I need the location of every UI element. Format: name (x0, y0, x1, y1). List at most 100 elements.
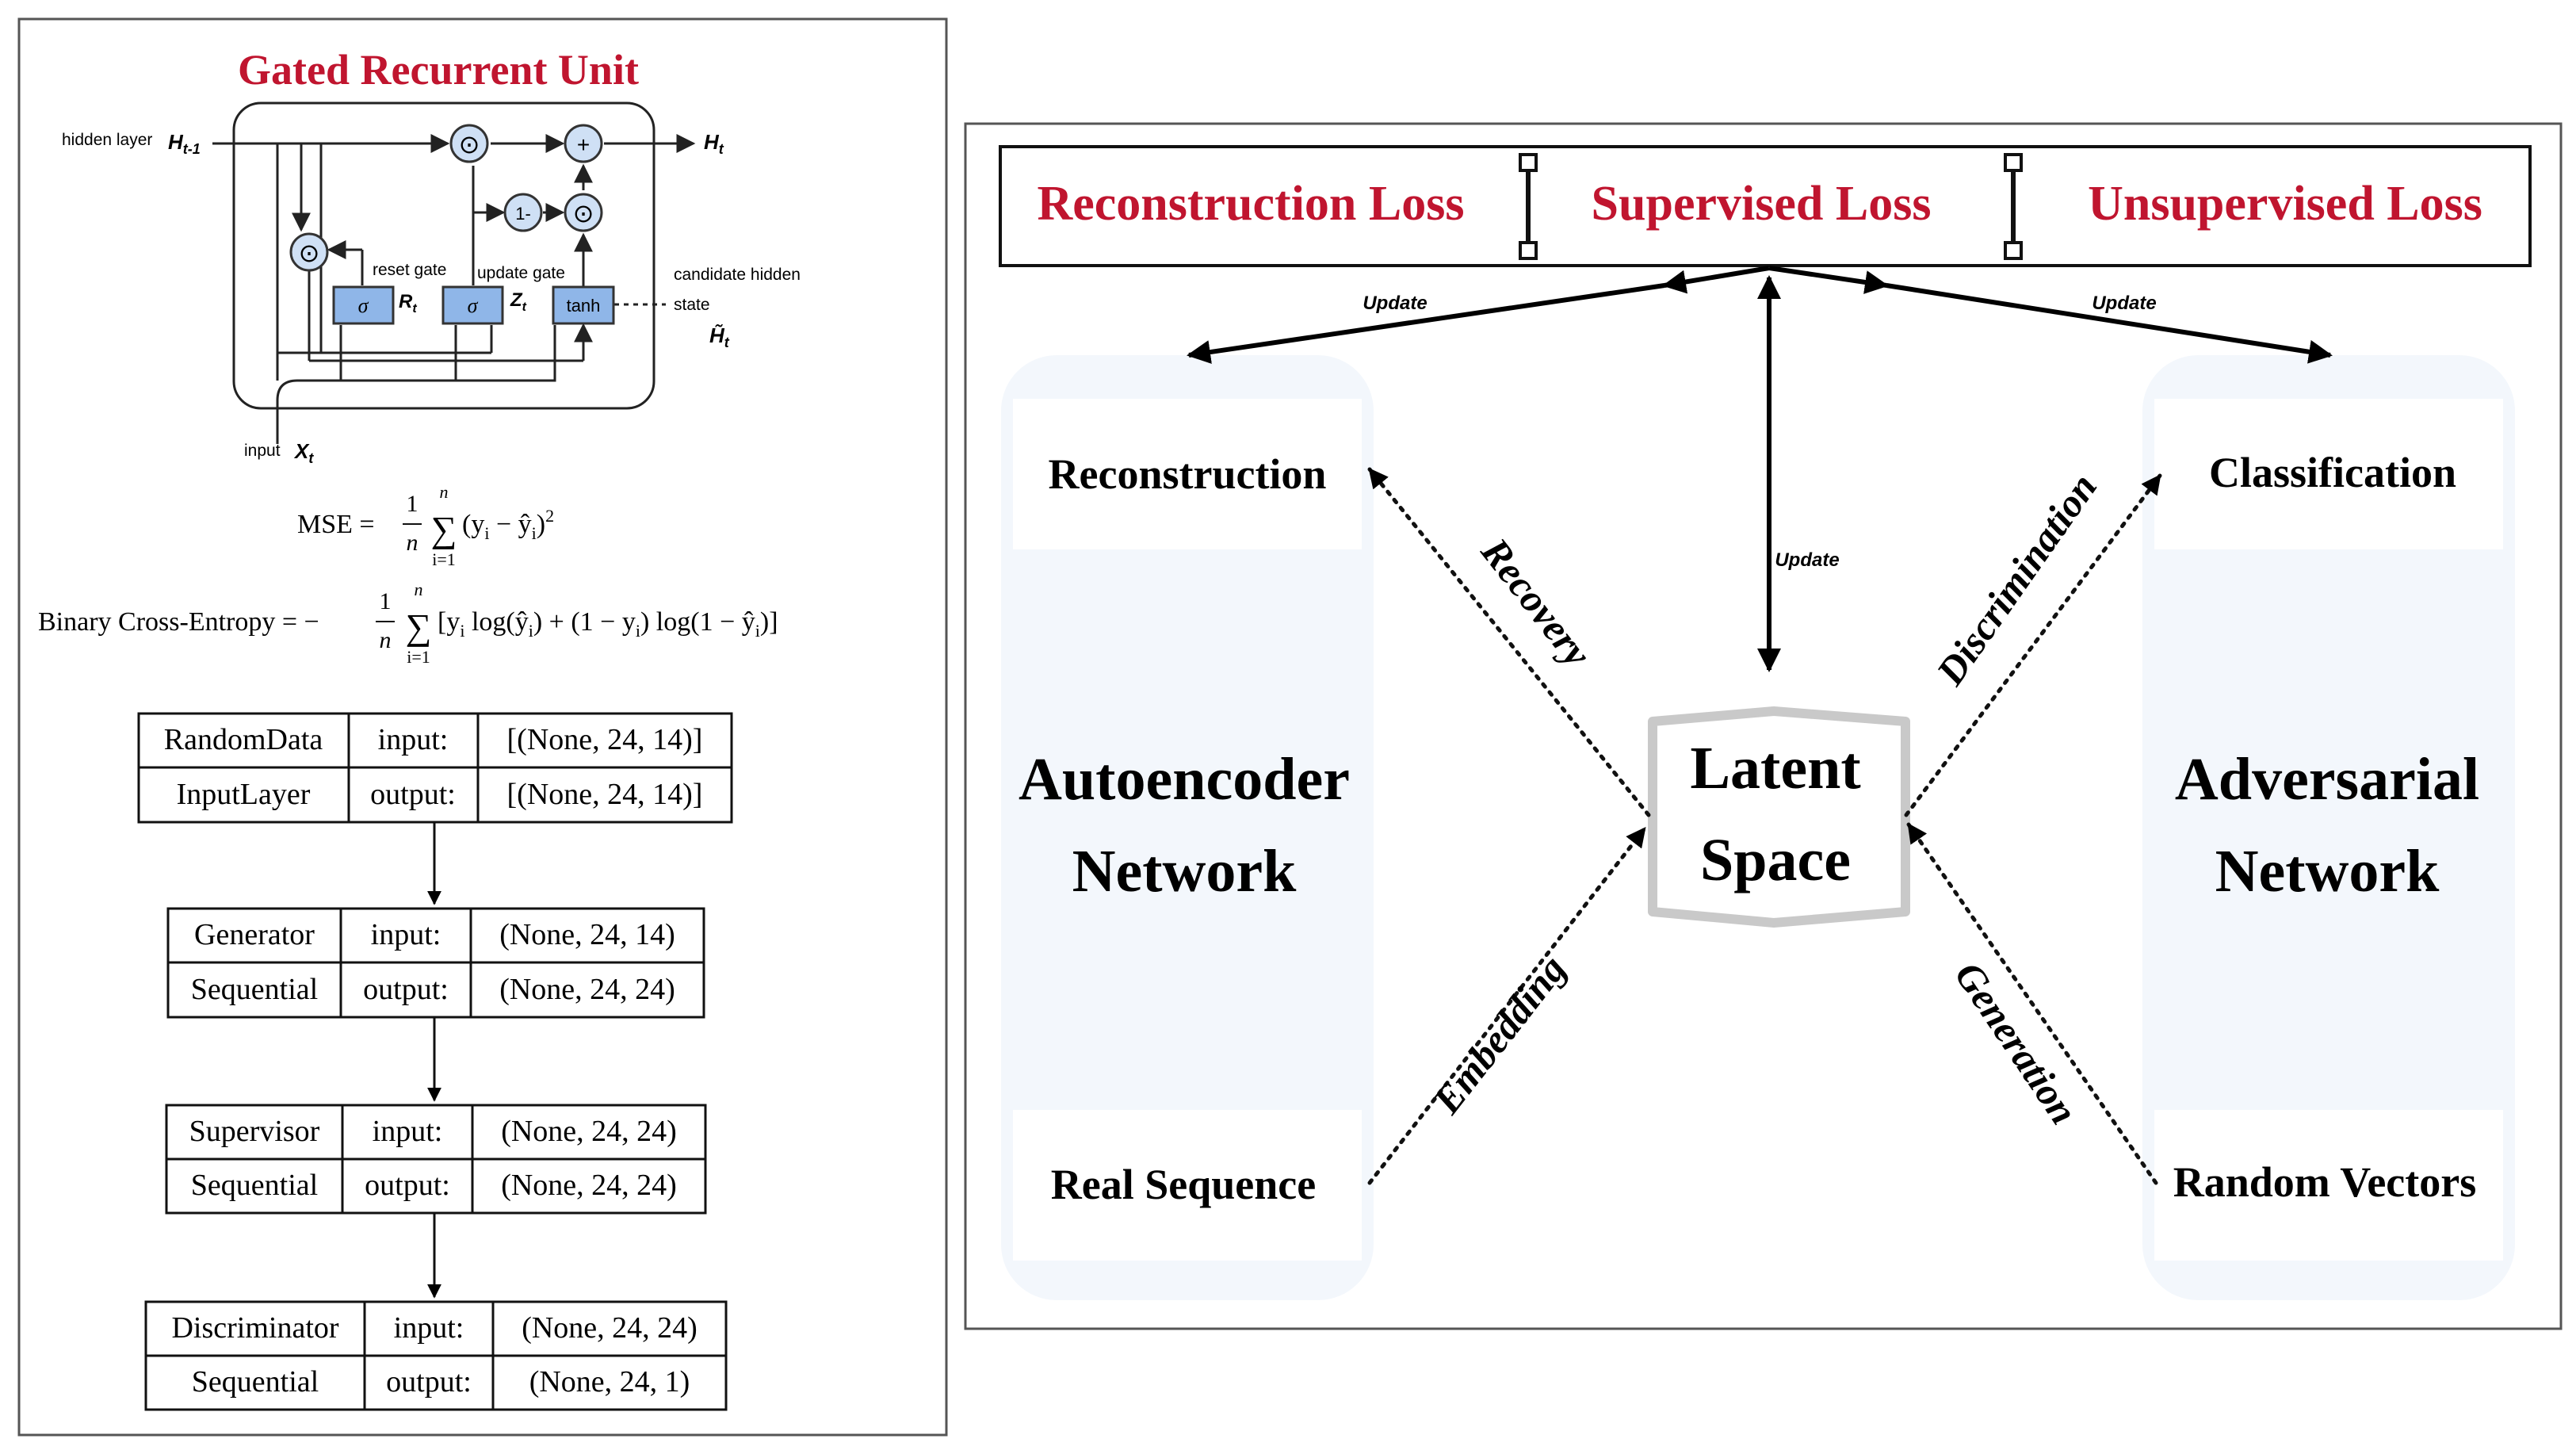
model-block-output-label: output: (363, 973, 449, 1006)
h-tilde-label: H̃t (709, 323, 730, 350)
h-prev-label: Ht-1 (168, 130, 201, 157)
reconstruction-loss-label: Reconstruction Loss (1037, 177, 1464, 231)
svg-text:⊙: ⊙ (459, 130, 480, 159)
model-block-output-shape: (None, 24, 1) (529, 1365, 690, 1399)
mse-sigma: ∑ (431, 509, 457, 549)
svg-text:σ: σ (468, 294, 479, 317)
model-block-name: Generator (194, 918, 315, 951)
mse-formula: MSE = 1 n n ∑ i=1 (yi − ŷi)2 (297, 482, 554, 569)
adversarial-title-line2: Network (2215, 838, 2440, 905)
generation-arrow (1906, 822, 2158, 1185)
latent-space-shape (1648, 706, 1910, 928)
model-block-generator: Generator Sequential input: output: (Non… (166, 907, 705, 1019)
svg-text:⊙: ⊙ (299, 239, 320, 267)
latent-line2: Space (1700, 827, 1851, 893)
model-block-input-label: input: (371, 918, 441, 951)
model-block-type: Sequential (191, 973, 318, 1006)
update-left-label: Update (1363, 293, 1427, 314)
gru-title: Gated Recurrent Unit (238, 46, 639, 94)
model-block-input-shape: [(None, 24, 14)] (507, 723, 703, 756)
model-block-discriminator: Discriminator Sequential input: output: … (144, 1300, 728, 1411)
reset-gate-label: reset gate (373, 261, 446, 279)
reconstruction-box (1013, 399, 1362, 549)
autoencoder-network: Reconstruction Real Sequence Autoencoder… (1001, 355, 1374, 1300)
random-vectors-box (2154, 1110, 2503, 1261)
model-block-output-shape: (None, 24, 24) (501, 1169, 677, 1202)
svg-text:n: n (440, 482, 449, 502)
update-arrow-right-head (1768, 266, 1889, 294)
bce-sigma: ∑ (406, 606, 432, 647)
svg-text:i=1: i=1 (407, 647, 430, 667)
latent-space: Latent Space (1648, 706, 1910, 928)
svg-text:+: + (577, 132, 590, 157)
svg-text:1-: 1- (515, 204, 531, 224)
model-block-input-label: input: (394, 1311, 464, 1345)
model-block-name: Discriminator (171, 1311, 338, 1345)
reconstruction-label: Reconstruction (1049, 450, 1327, 498)
model-block-input-shape: (None, 24, 14) (499, 918, 675, 951)
h-t-label: Ht (704, 130, 724, 157)
update-arrow-left (1187, 283, 1665, 364)
candidate-hidden-label: candidate hidden (674, 266, 801, 284)
model-block-output-label: output: (370, 778, 456, 811)
svg-text:n: n (415, 580, 423, 599)
latent-line1: Latent (1690, 735, 1860, 802)
mse-term: (yi − ŷi)2 (462, 506, 554, 543)
model-block-type: Sequential (191, 1169, 318, 1202)
update-arrows (1187, 266, 2333, 672)
model-block-name: Supervisor (189, 1115, 320, 1148)
loss-divider-2 (2004, 153, 2023, 260)
adversarial-network: Classification Random Vectors Adversaria… (2142, 355, 2515, 1300)
autoencoder-title-line2: Network (1072, 838, 1298, 905)
update-arrow-left-head (1662, 266, 1770, 294)
model-block-input-shape: (None, 24, 24) (501, 1115, 677, 1148)
embedding-arrow (1367, 826, 1647, 1185)
model-summary: RandomData InputLayer input: output: [(N… (137, 712, 733, 1411)
dotted-arrows (1367, 467, 2162, 1185)
svg-text:tanh: tanh (567, 296, 601, 316)
x-t-label: Xt (293, 439, 314, 466)
left-panel: Gated Recurrent Unit (17, 17, 948, 1437)
svg-text:n: n (380, 627, 392, 653)
update-gate-box: σ (441, 285, 504, 325)
svg-text:n: n (407, 530, 419, 556)
real-sequence-label: Real Sequence (1051, 1161, 1316, 1208)
tanh-box: tanh (552, 285, 615, 325)
model-block-input-label: input: (373, 1115, 443, 1148)
svg-text:σ: σ (358, 294, 369, 317)
real-sequence-box (1013, 1110, 1362, 1261)
svg-text:1: 1 (407, 491, 419, 517)
model-block-type: InputLayer (177, 778, 311, 811)
model-block-output-label: output: (365, 1169, 450, 1202)
update-arrow-right (1886, 283, 2333, 364)
input-label: input (244, 442, 281, 460)
model-block-output-shape: [(None, 24, 14)] (507, 778, 703, 811)
gru-cell-box (232, 101, 655, 410)
svg-text:⊙: ⊙ (573, 199, 594, 228)
recovery-arrow (1367, 467, 1651, 817)
odot-mid: ⊙ (564, 193, 603, 232)
model-block-output-label: output: (386, 1365, 472, 1399)
one-minus-node: 1- (503, 193, 543, 232)
classification-box (2154, 399, 2503, 549)
adversarial-title-line1: Adversarial (2175, 746, 2479, 813)
bce-expression: [yi log(ŷi) + (1 − yi) log(1 − ŷi)] (438, 607, 778, 641)
mse-lhs: MSE = (297, 510, 375, 539)
model-block-type: Sequential (192, 1365, 319, 1399)
autoencoder-title-line1: Autoencoder (1019, 746, 1350, 813)
loss-divider-1 (1519, 153, 1538, 260)
svg-text:1: 1 (380, 588, 392, 614)
model-block-name: RandomData (164, 723, 323, 756)
supervised-loss-label: Supervised Loss (1592, 177, 1932, 231)
odot-top: ⊙ (449, 124, 489, 163)
bce-formula: Binary Cross-Entropy = − 1 n n ∑ i=1 [yi… (38, 580, 778, 667)
update-right-label: Update (2092, 293, 2156, 314)
odot-reset: ⊙ (289, 232, 329, 272)
model-block-output-shape: (None, 24, 24) (499, 973, 675, 1006)
gru-wires (212, 134, 696, 444)
reset-gate-box: σ (332, 285, 395, 325)
model-block-randomdata: RandomData InputLayer input: output: [(N… (137, 712, 733, 824)
loss-bar: Reconstruction Loss Supervised Loss Unsu… (999, 145, 2532, 267)
plus-node: + (564, 124, 603, 163)
